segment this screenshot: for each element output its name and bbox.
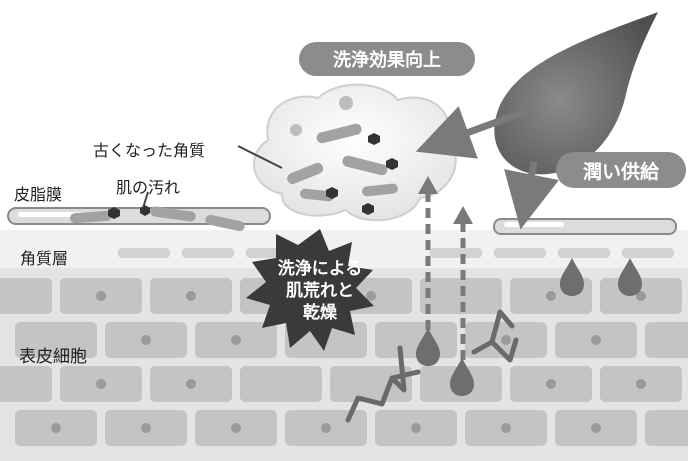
epidermal-cells-label: 表皮細胞 xyxy=(19,347,87,367)
cleansing-effect-label: 洗浄効果向上 xyxy=(333,50,441,71)
keratin-leader-line xyxy=(237,145,283,169)
keratin-on-film xyxy=(70,206,245,232)
large-droplet xyxy=(494,12,658,175)
moisture-supply-label: 潤い供給 xyxy=(582,160,659,183)
small-droplets xyxy=(416,258,642,396)
dashed-arrows xyxy=(418,176,473,360)
burst-line-3: 乾燥 xyxy=(303,303,337,323)
cleansing-effect-badge: 洗浄効果向上 xyxy=(299,42,475,76)
keratin-in-foam xyxy=(287,123,398,202)
cell-row-3 xyxy=(0,366,682,402)
old-keratin-label: 古くなった角質 xyxy=(93,141,206,160)
skin-cracks xyxy=(345,309,519,423)
moisture-supply-badge: 潤い供給 xyxy=(556,152,686,188)
sebum-film-label: 皮脂膜 xyxy=(14,185,63,204)
foam-bubble xyxy=(339,96,353,110)
burst-star xyxy=(246,229,374,351)
dirt-particles-in-foam xyxy=(326,133,398,215)
burst-line-1: 洗浄による xyxy=(277,259,363,279)
stratum-corneum-label: 角質層 xyxy=(20,249,69,268)
dirt-leader-line xyxy=(142,191,149,209)
skin-dirt-label: 肌の汚れ xyxy=(116,178,181,197)
foam-bubble xyxy=(290,124,302,136)
foam-cluster xyxy=(252,83,457,222)
burst-line-2: 肌荒れと xyxy=(286,281,354,301)
arrow-droplet-to-foam xyxy=(415,106,526,159)
burst-text: 洗浄による 肌荒れと 乾燥 xyxy=(255,258,385,324)
cell-row-4 xyxy=(15,410,688,446)
arrow-droplet-to-skin xyxy=(504,161,559,230)
